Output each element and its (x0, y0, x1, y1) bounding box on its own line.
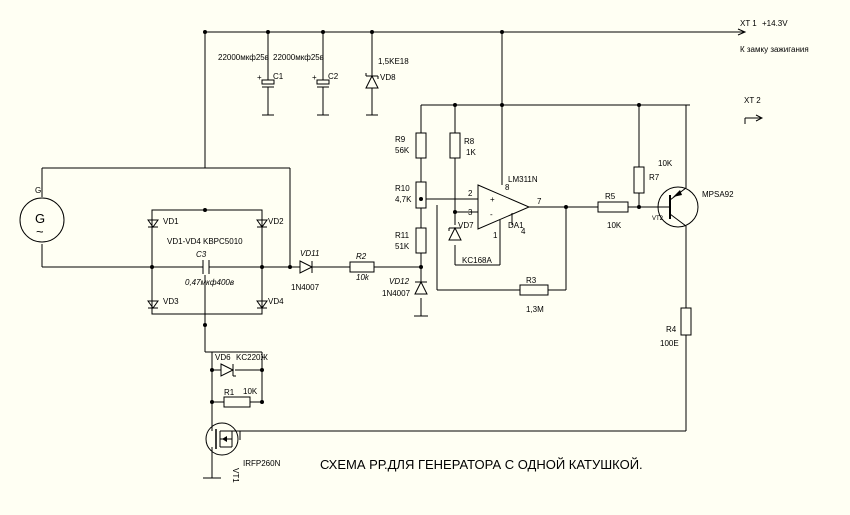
opamp-lm311: + - LM311N DA1 2 3 8 7 1 4 (468, 175, 542, 240)
resistor-r7: R7 10K (633, 159, 673, 194)
r1-value: 10K (243, 387, 258, 396)
opamp-minus: - (490, 210, 493, 219)
r5-ref: R5 (605, 192, 616, 201)
vt1-value: IRFP260N (243, 459, 281, 468)
r9-ref: R9 (395, 135, 406, 144)
xt2-label: XT 2 (744, 96, 761, 105)
bridge-name: VD1-VD4 KBPC5010 (167, 237, 243, 246)
c3-value: 0,47мкф400в (185, 278, 234, 287)
diode-vd6: VD6 KC220Ж (215, 353, 268, 377)
resistor-r11: R11 51K (395, 227, 427, 254)
vd4-label: VD4 (268, 297, 284, 306)
c2-ref: C2 (328, 72, 339, 81)
resistor-r2: R2 10k (349, 252, 375, 282)
xt1-label: XT 1 (740, 19, 757, 28)
resistor-r8: R8 1K (449, 132, 476, 159)
diode-vd11: VD11 1N4007 (291, 249, 320, 292)
r3-ref: R3 (526, 276, 537, 285)
capacitor-c2: + C2 22000мкф25в (273, 53, 339, 92)
vd12-value: 1N4007 (382, 289, 411, 298)
c1-value: 22000мкф25в (218, 53, 269, 62)
vd6-ref: VD6 (215, 353, 231, 362)
vd7-value: KC168A (462, 256, 492, 265)
diode-vd8: VD8 1,5KE18 (365, 57, 409, 98)
diode-bridge: VD1 VD2 VD3 VD4 VD1-VD4 KBPC5010 C3 0,47… (147, 209, 284, 315)
r1-ref: R1 (224, 388, 235, 397)
vd11-value: 1N4007 (291, 283, 320, 292)
r8-value: 1K (466, 148, 476, 157)
c1-plus: + (257, 73, 262, 82)
resistor-r9: R9 56K (395, 132, 427, 159)
r3-value: 1,3M (526, 305, 544, 314)
terminal-xt1: XT 1 +14.3V К замку зажигания (737, 19, 809, 54)
generator-symbol: G ~ G (19, 186, 65, 243)
vt1-ref: VT1 (231, 468, 240, 483)
wires (41, 31, 762, 479)
capacitor-c1: + C1 22000мкф25в (218, 53, 284, 92)
opamp-pin4: 4 (521, 227, 526, 236)
r7-value: 10K (658, 159, 673, 168)
opamp-pin3: 3 (468, 208, 473, 217)
r5-value: 10K (607, 221, 622, 230)
vd8-ref: VD8 (380, 73, 396, 82)
r4-value: 100E (660, 339, 679, 348)
r2-ref: R2 (356, 252, 367, 261)
vd3-label: VD3 (163, 297, 179, 306)
transistor-vt2: VT2 MPSA92 (652, 183, 734, 230)
c2-value: 22000мкф25в (273, 53, 324, 62)
junction-dots (150, 30, 641, 404)
vd1-label: VD1 (163, 217, 179, 226)
xt1-note: К замку зажигания (740, 45, 809, 54)
resistor-r1: R1 10K (223, 387, 258, 408)
opamp-ref: LM311N (508, 175, 538, 184)
vt2-value: MPSA92 (702, 190, 734, 199)
r10-value: 4,7K (395, 195, 412, 204)
resistor-r5: R5 10K (597, 192, 629, 230)
r9-value: 56K (395, 146, 410, 155)
terminal-xt2: XT 2 (744, 96, 764, 122)
c2-plus: + (312, 73, 317, 82)
c3-ref: C3 (196, 250, 207, 259)
r10-ref: R10 (395, 184, 410, 193)
resistor-r3: R3 1,3M (519, 276, 549, 314)
r7-ref: R7 (649, 173, 660, 182)
c1-ref: C1 (273, 72, 284, 81)
resistor-r10: R10 4,7K (395, 181, 432, 209)
vd11-ref: VD11 (300, 249, 319, 258)
r11-ref: R11 (395, 231, 410, 240)
opamp-plus: + (490, 195, 495, 204)
generator-letter: G (35, 211, 45, 226)
vd2-label: VD2 (268, 217, 284, 226)
xt1-voltage: +14.3V (762, 19, 788, 28)
opamp-da: DA1 (508, 221, 524, 230)
diagram-title: СХЕМА РР.ДЛЯ ГЕНЕРАТОРА С ОДНОЙ КАТУШКОЙ… (320, 457, 643, 472)
transistor-vt1: VT1 IRFP260N (205, 422, 281, 483)
opamp-pin1: 1 (493, 231, 498, 240)
generator-ref: G (35, 186, 41, 195)
resistor-r4: R4 100E (660, 307, 692, 348)
opamp-pin8: 8 (505, 183, 510, 192)
vd8-value: 1,5KE18 (378, 57, 409, 66)
r4-ref: R4 (666, 325, 677, 334)
opamp-pin7: 7 (537, 197, 542, 206)
vd12-ref: VD12 (389, 277, 410, 286)
vt2-ref: VT2 (652, 216, 664, 222)
generator-tilde: ~ (36, 224, 44, 239)
r8-ref: R8 (464, 137, 475, 146)
r11-value: 51K (395, 242, 410, 251)
diode-vd12: VD12 1N4007 (382, 277, 428, 298)
opamp-pin2: 2 (468, 189, 473, 198)
vd7-ref: VD7 (458, 221, 474, 230)
vd6-value: KC220Ж (236, 353, 268, 362)
r2-value: 10k (356, 273, 370, 282)
diode-vd7: VD7 KC168A (448, 221, 492, 265)
